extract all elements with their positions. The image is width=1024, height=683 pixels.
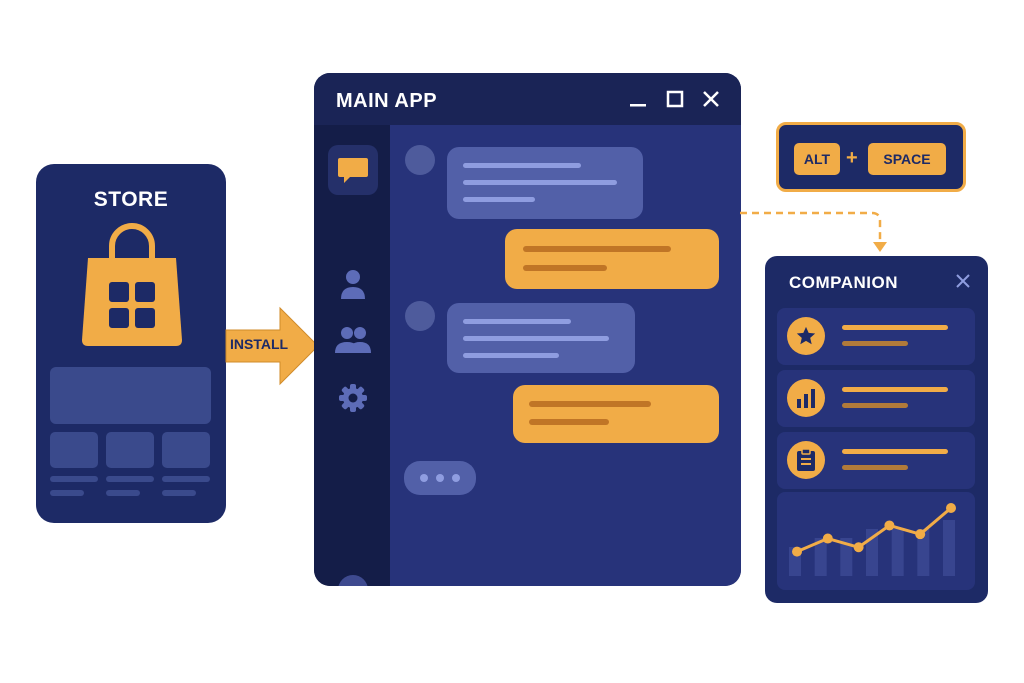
spark-point [946,503,956,513]
store-tile-caption [162,476,210,482]
incoming-message [447,147,643,219]
sidebar-item-contacts[interactable] [328,315,378,365]
spark-point [915,529,926,540]
store-tile-caption [50,476,98,482]
clipboard-icon [787,441,825,479]
spark-line [796,506,952,554]
contact-avatar [405,145,435,175]
spark-point [853,542,864,553]
store-banner [50,367,211,424]
spark-point [884,520,895,531]
spark-bar [943,520,955,576]
contact-avatar [405,301,435,331]
title-bar: MAIN APP [314,73,741,125]
plus-sign: + [846,147,858,169]
trend-sparkline [789,503,956,576]
store-tile-caption [50,490,84,496]
spark-point [822,533,833,544]
outgoing-message [513,385,719,443]
app-sidebar [314,125,390,586]
user-avatar[interactable] [338,575,368,586]
sidebar-item-chat[interactable] [328,145,378,195]
shopping-bag-icon[interactable] [74,222,190,350]
star-icon [787,317,825,355]
space-key: SPACE [868,143,946,175]
store-tile-caption [162,490,196,496]
store-tile[interactable] [162,432,210,468]
companion-item-tasks[interactable] [777,432,975,489]
keyboard-shortcut: ALT + SPACE [776,122,966,192]
companion-trend-chart [777,492,975,590]
install-arrow [225,306,319,386]
close-icon[interactable] [955,273,971,289]
sidebar-item-profile[interactable] [328,259,378,309]
app-title: MAIN APP [336,90,438,112]
outgoing-message [505,229,719,289]
spark-bar [840,538,853,576]
typing-indicator [404,461,476,495]
chat-icon [338,158,368,183]
incoming-message [447,303,635,373]
bar-chart-icon [787,379,825,417]
chat-area [390,125,741,586]
user-icon [341,270,365,299]
store-tile-caption [106,476,154,482]
settings-icon [339,384,367,412]
store-tile-caption [106,490,140,496]
store-tile[interactable] [106,432,154,468]
companion-item-favorites[interactable] [777,308,975,365]
store-tile[interactable] [50,432,98,468]
install-label: INSTALL [230,336,289,352]
companion-title: COMPANION [789,273,899,292]
companion-panel: COMPANION [765,256,988,603]
minimize-icon[interactable] [626,87,650,111]
main-app-window: MAIN APP [314,73,741,586]
close-icon[interactable] [699,87,723,111]
sidebar-item-settings[interactable] [328,373,378,423]
spark-bar [814,538,827,576]
shortcut-connector-arrow [740,211,887,252]
store-title: STORE [93,188,169,211]
users-icon [335,327,371,353]
maximize-icon[interactable] [663,87,687,111]
spark-bar [917,529,930,576]
spark-point [792,546,802,557]
store-panel: STORE [36,164,226,523]
companion-item-stats[interactable] [777,370,975,427]
spark-bar [891,529,904,576]
alt-key: ALT [794,143,840,175]
